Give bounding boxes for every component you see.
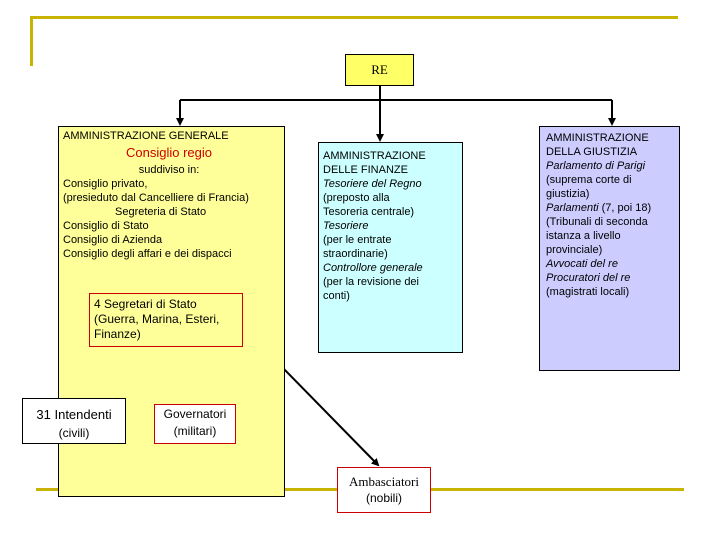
admin-generale-line-3: Segreteria di Stato: [115, 206, 207, 218]
finanze-line-8: (per la revisione dei: [323, 276, 419, 288]
finanze-line-1: Tesoriere del Regno: [323, 178, 422, 190]
re-label: RE: [371, 62, 388, 77]
governatori-line-2: (militari): [173, 424, 217, 438]
giustizia-title-1: AMMINISTRAZIONE: [546, 132, 649, 144]
giustizia-line-3: giustizia): [546, 188, 590, 200]
intendenti-box: 31 Intendenti (civili): [22, 398, 126, 444]
giustizia-line-4a: Parlamenti: [546, 202, 599, 214]
governatori-line-1: Governatori: [163, 407, 227, 421]
admin-generale-line-2: (presieduto dal Cancelliere di Francia): [63, 192, 249, 204]
giustizia-line-6: istanza a livello: [546, 230, 621, 242]
intendenti-line-1: 31 Intendenti: [36, 407, 112, 422]
left-decor-line: [30, 16, 33, 66]
governatori-box: Governatori (militari): [154, 404, 236, 444]
finanze-line-6: straordinarie): [323, 248, 388, 260]
admin-generale-line-6: Consiglio degli affari e dei dispacci: [63, 248, 232, 260]
giustizia-line-2: (suprema corte di: [546, 174, 632, 186]
admin-giustizia-box: AMMINISTRAZIONE DELLA GIUSTIZIA Parlamen…: [539, 126, 680, 371]
admin-generale-subtitle: Consiglio regio: [126, 145, 212, 160]
segretari-line-1: 4 Segretari di Stato: [94, 297, 197, 311]
giustizia-line-7: provinciale): [546, 244, 603, 256]
giustizia-line-9: Procuratori del re: [546, 272, 631, 284]
intendenti-line-2: (civili): [58, 426, 90, 440]
finanze-line-7: Controllore generale: [323, 262, 423, 274]
giustizia-line-8: Avvocati del re: [546, 258, 618, 270]
giustizia-title-2: DELLA GIUSTIZIA: [546, 146, 638, 158]
admin-generale-title: AMMINISTRAZIONE GENERALE: [63, 130, 229, 142]
segretari-line-3: Finanze): [94, 327, 141, 341]
finanze-line-4: Tesoriere: [323, 220, 369, 232]
admin-generale-line-4: Consiglio di Stato: [63, 220, 149, 232]
re-box: RE: [345, 54, 414, 86]
segretari-box: 4 Segretari di Stato (Guerra, Marina, Es…: [89, 293, 243, 347]
finanze-title-1: AMMINISTRAZIONE: [323, 150, 426, 162]
admin-generale-note: suddiviso in:: [138, 164, 200, 176]
admin-generale-line-5: Consiglio di Azienda: [63, 234, 163, 246]
finanze-line-9: conti): [323, 290, 350, 302]
finanze-title-2: DELLE FINANZE: [323, 164, 408, 176]
finanze-line-5: (per le entrate: [323, 234, 392, 246]
admin-generale-line-1: Consiglio privato,: [63, 178, 148, 190]
giustizia-line-4b: (7, poi 18): [598, 202, 652, 214]
giustizia-line-1: Parlamento di Parigi: [546, 160, 646, 172]
giustizia-line-5: (Tribunali di seconda: [546, 216, 648, 228]
segretari-line-2: (Guerra, Marina, Esteri,: [94, 312, 220, 326]
finanze-line-3: Tesoreria centrale): [323, 206, 415, 218]
top-decor-line: [30, 16, 678, 19]
ambasciatori-line-1: Ambasciatori: [348, 474, 420, 489]
ambasciatori-box: Ambasciatori (nobili): [337, 467, 431, 513]
finanze-line-2: (preposto alla: [323, 192, 390, 204]
ambasciatori-line-2: (nobili): [365, 491, 402, 505]
admin-finanze-box: AMMINISTRAZIONE DELLE FINANZE Tesoriere …: [318, 142, 463, 353]
giustizia-line-10: (magistrati locali): [546, 286, 630, 298]
